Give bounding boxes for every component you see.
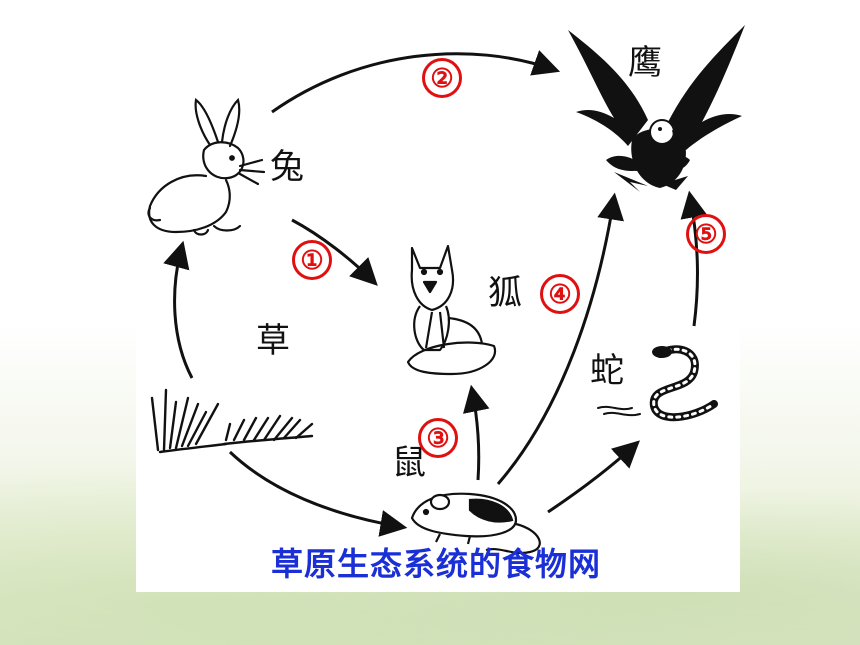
arrow-mouse-to-snake	[547, 440, 640, 514]
arrow-mouse-to-fox	[462, 384, 490, 481]
diagram-caption: 草原生态系统的食物网	[270, 545, 601, 583]
arrow-grass-to-rabbit	[163, 240, 194, 379]
marker-number-4: ④	[540, 274, 580, 314]
label-fox: 狐	[488, 273, 522, 313]
marker-number-3: ③	[418, 418, 458, 458]
eagle-illustration	[568, 25, 745, 192]
label-eagle: 鹰	[628, 43, 662, 83]
marker-number-5: ⑤	[686, 214, 726, 254]
arrow-grass-to-mouse	[228, 450, 408, 537]
arrow-rabbit-to-eagle	[271, 50, 561, 114]
fox-illustration	[406, 244, 497, 376]
marker-number-2: ②	[422, 58, 462, 98]
arrow-mouse-to-eagle	[496, 192, 624, 485]
grass-illustration	[150, 388, 314, 454]
snake-illustration	[597, 345, 718, 422]
marker-number-1: ①	[292, 240, 332, 280]
mouse-illustration	[410, 492, 541, 554]
label-snake: 蛇	[590, 351, 624, 391]
label-grass: 草	[256, 321, 290, 361]
food-web-panel	[136, 0, 740, 592]
arrow-snake-to-eagle	[680, 190, 708, 327]
label-mouse: 鼠	[392, 443, 426, 483]
arrow-rabbit-to-fox	[291, 218, 378, 286]
rabbit-illustration	[147, 97, 266, 236]
label-rabbit: 兔	[270, 147, 304, 187]
